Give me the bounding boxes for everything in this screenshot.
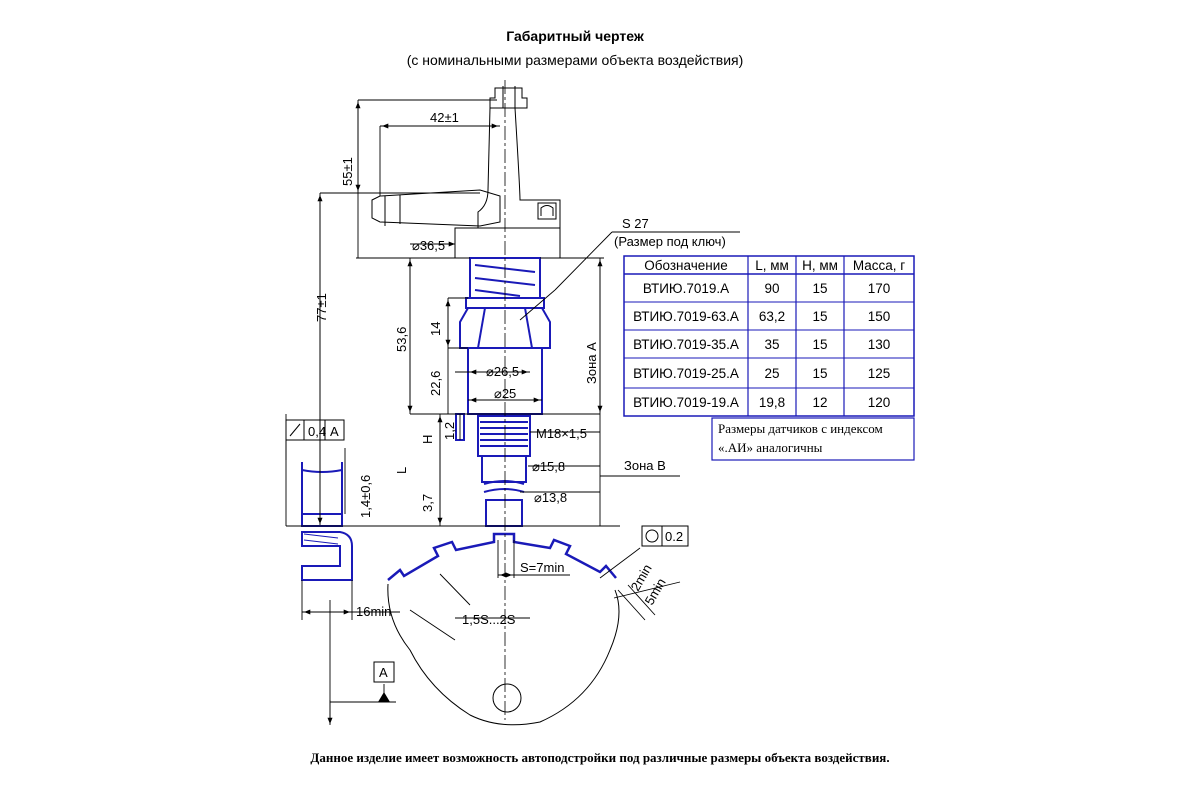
dim-1-5s-2s: 1,5S...2S bbox=[462, 612, 516, 627]
table-cell: 125 bbox=[868, 366, 891, 381]
spec-table: Обозначение L, мм H, мм Масса, г ВТИЮ.7019.А… bbox=[623, 255, 915, 417]
table-cell: ВТИЮ.7019-19.А bbox=[633, 395, 739, 410]
dim-22-6: 22,6 bbox=[428, 371, 443, 396]
table-cell: 130 bbox=[868, 337, 891, 352]
runout-tolerance-frame bbox=[285, 419, 345, 460]
table-header-cell: Масса, г bbox=[853, 258, 905, 273]
table-cell: ВТИЮ.7019-35.А bbox=[633, 337, 739, 352]
table-cell: ВТИЮ.7019-25.А bbox=[633, 366, 739, 381]
dim-25: ⌀25 bbox=[494, 386, 516, 401]
label-zone-b: Зона В bbox=[624, 458, 666, 473]
table-cell: 15 bbox=[812, 337, 827, 352]
target-wheel bbox=[387, 532, 620, 726]
table-cell: 15 bbox=[812, 366, 827, 381]
table-cell: 90 bbox=[764, 281, 779, 296]
dim-42: 42±1 bbox=[430, 110, 459, 125]
table-cell: 35 bbox=[764, 337, 779, 352]
table-cell: ВТИЮ.7019-63.А bbox=[633, 309, 739, 324]
table-cell: 63,2 bbox=[759, 309, 785, 324]
datum-marker bbox=[330, 661, 396, 703]
dim-L: L bbox=[394, 467, 409, 474]
roundness-value: 0.2 bbox=[665, 529, 683, 544]
dim-1-2: 1,2 bbox=[442, 422, 457, 440]
dim-1-4: 1,4±0,6 bbox=[358, 475, 373, 518]
table-header-cell: L, мм bbox=[755, 258, 789, 273]
dim-13-8: ⌀13,8 bbox=[534, 490, 567, 505]
dim-16min: 16min bbox=[356, 604, 391, 619]
dim-s7min: S=7min bbox=[520, 560, 564, 575]
dim-53-6: 53,6 bbox=[394, 327, 409, 352]
dim-m18: M18×1,5 bbox=[536, 426, 587, 441]
label-key-size: (Размер под ключ) bbox=[614, 234, 726, 249]
datum-label: A bbox=[379, 665, 388, 680]
runout-value: 0,4 bbox=[308, 424, 326, 439]
connector-assembly bbox=[371, 86, 561, 259]
table-cell: 25 bbox=[764, 366, 779, 381]
drawing-subtitle: (с номинальными размерами объекта воздей… bbox=[406, 52, 744, 68]
table-cell: 120 bbox=[868, 395, 891, 410]
table-cell: 19,8 bbox=[759, 395, 785, 410]
detail-view bbox=[301, 462, 353, 581]
dim-H: H bbox=[420, 435, 435, 444]
label-zone-a: Зона А bbox=[584, 342, 599, 384]
drawing-title: Габаритный чертеж bbox=[506, 28, 644, 44]
table-note: Размеры датчиков с индексом «.АИ» аналог… bbox=[711, 417, 915, 461]
dim-36-5: ⌀36,5 bbox=[412, 238, 445, 253]
label-s27: S 27 bbox=[622, 216, 649, 231]
table-cell: 12 bbox=[812, 395, 827, 410]
dim-15-8: ⌀15,8 bbox=[532, 459, 565, 474]
dim-3-7: 3,7 bbox=[420, 494, 435, 512]
runout-datum: A bbox=[330, 424, 339, 439]
table-header-cell: Обозначение bbox=[644, 258, 728, 273]
table-note-line1: Размеры датчиков с индексом bbox=[718, 421, 883, 436]
table-cell: 170 bbox=[868, 281, 891, 296]
table-header-cell: H, мм bbox=[802, 258, 838, 273]
dim-77: 77±1 bbox=[314, 293, 329, 322]
dim-14: 14 bbox=[428, 322, 443, 336]
footer-note: Данное изделие имеет возможность автопод… bbox=[310, 750, 890, 765]
table-cell: ВТИЮ.7019.А bbox=[643, 281, 729, 296]
table-cell: 15 bbox=[812, 281, 827, 296]
table-note-line2: «.АИ» аналогичны bbox=[718, 440, 823, 455]
roundness-tolerance-frame bbox=[641, 525, 689, 547]
table-cell: 15 bbox=[812, 309, 827, 324]
table-cell: 150 bbox=[868, 309, 891, 324]
dimension-arrows bbox=[304, 102, 603, 724]
dim-55: 55±1 bbox=[340, 157, 355, 186]
dim-26-5: ⌀26,5 bbox=[486, 364, 519, 379]
